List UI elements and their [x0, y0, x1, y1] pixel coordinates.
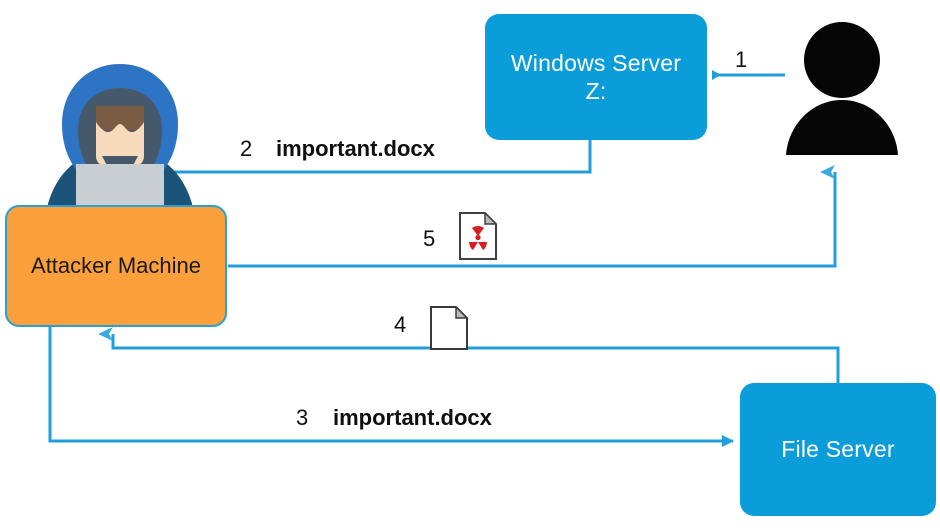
edge-2-number: 2: [240, 136, 253, 161]
infected-document-icon: [459, 212, 497, 260]
edge-1-number: 1: [735, 47, 748, 72]
node-attacker-machine[interactable]: Attacker Machine: [5, 205, 227, 327]
node-windows-server-label-line2: Z:: [585, 78, 607, 104]
edge-5-number: 5: [423, 226, 436, 251]
hacker-figure-icon: [46, 64, 194, 212]
edge-5-path: [228, 165, 837, 268]
node-windows-server-label-line1: Windows Server: [510, 49, 682, 76]
node-file-server[interactable]: File Server: [740, 383, 936, 516]
edge-3-path: [48, 326, 734, 447]
node-attacker-machine-label: Attacker Machine: [31, 252, 201, 278]
edge-3-label: important.docx: [333, 405, 492, 430]
edge-4-number: 4: [394, 312, 407, 337]
edge-2-label: important.docx: [276, 136, 435, 161]
user-silhouette-icon: [786, 22, 898, 155]
edge-4-path: [98, 327, 840, 383]
node-windows-server[interactable]: Windows Server Z:: [485, 14, 707, 140]
node-file-server-label: File Server: [781, 436, 895, 463]
edge-3-number: 3: [296, 405, 309, 430]
blank-document-icon: [430, 306, 468, 350]
